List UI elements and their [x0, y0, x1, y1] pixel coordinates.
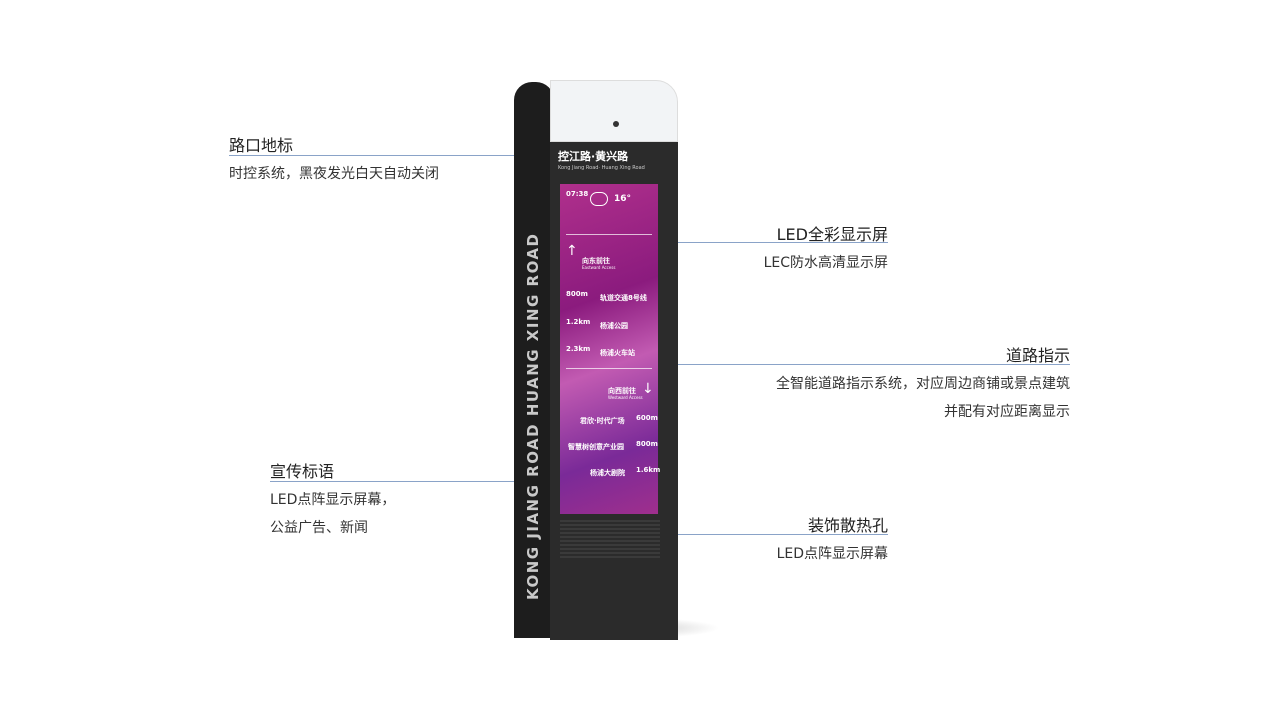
- annotation-desc: LEC防水高清显示屏: [763, 255, 888, 271]
- annotation-desc: 公益广告、新闻: [270, 520, 368, 536]
- east-en: Eastward Access: [582, 265, 616, 270]
- annotation-title: 路口地标: [229, 136, 294, 155]
- annotation-desc: 并配有对应距离显示: [944, 404, 1070, 420]
- dest-name: 杨浦大剧院: [590, 469, 625, 477]
- dest-dist: 800m: [566, 290, 588, 298]
- annotation-desc: LED点阵显示屏幕，: [270, 492, 396, 508]
- leader-line: [270, 481, 522, 482]
- annotation-desc: LED点阵显示屏幕: [776, 546, 888, 562]
- dest-name: 轨道交通8号线: [600, 294, 647, 302]
- leader-line: [630, 534, 888, 535]
- leader-line: [662, 242, 888, 243]
- led-screen: 07:38 16° ↑ 向东前往 Eastward Access 800m 轨道…: [560, 184, 661, 514]
- camera-icon: [613, 121, 619, 127]
- annotation-title: 装饰散热孔: [807, 516, 888, 535]
- annotation-led-screen: LED全彩显示屏 LEC防水高清显示屏: [700, 221, 888, 277]
- kiosk-header: 控江路·黄兴路 Kong Jiang Road· Huang Xing Road: [558, 148, 676, 171]
- header-en: Kong Jiang Road· Huang Xing Road: [558, 165, 645, 171]
- annotation-desc: 时控系统，黑夜发光白天自动关闭: [229, 166, 439, 182]
- west-en: Westward Access: [608, 395, 643, 400]
- kiosk-side-panel: [514, 82, 554, 638]
- annotation-landmark: 路口地标 时控系统，黑夜发光白天自动关闭: [229, 132, 439, 188]
- weather-panel: 07:38 16°: [566, 190, 654, 206]
- arrow-down-icon: ↓: [642, 381, 654, 397]
- dest-dist: 800m: [636, 440, 658, 448]
- screen-time: 07:38: [566, 190, 589, 198]
- dest-name: 杨浦公园: [600, 322, 628, 330]
- annotation-road-guide: 道路指示 全智能道路指示系统，对应周边商铺或景点建筑 并配有对应距离显示: [740, 342, 1070, 426]
- dest-name: 智慧树创意产业园: [568, 443, 624, 451]
- dest-dist: 1.6km: [636, 466, 661, 474]
- annotation-title: 道路指示: [1005, 346, 1070, 365]
- dest-name: 杨浦火车站: [600, 349, 635, 357]
- divider: [566, 234, 652, 235]
- east-label: 向东前往: [582, 257, 610, 265]
- arrow-up-icon: ↑: [566, 243, 578, 259]
- kiosk: KONG JIANG ROAD HUANG XING ROAD 控江路·黄兴路 …: [510, 80, 680, 640]
- kiosk-vertical-text: KONG JIANG ROAD HUANG XING ROAD: [524, 232, 542, 601]
- kiosk-top-light: [550, 80, 678, 142]
- leader-line: [662, 364, 1070, 365]
- dest-dist: 1.2km: [566, 318, 591, 326]
- annotation-slogan: 宣传标语 LED点阵显示屏幕， 公益广告、新闻: [270, 458, 395, 542]
- divider: [566, 368, 652, 369]
- annotation-vent: 装饰散热孔 LED点阵显示屏幕: [700, 512, 888, 568]
- annotation-title: 宣传标语: [270, 462, 335, 481]
- dest-name: 君欣·时代广场: [580, 417, 625, 425]
- leader-line: [229, 155, 559, 156]
- dest-dist: 600m: [636, 414, 658, 422]
- vent-grille: [560, 520, 660, 558]
- annotation-desc: 全智能道路指示系统，对应周边商铺或景点建筑: [776, 376, 1070, 392]
- west-label: 向西前往: [608, 387, 636, 395]
- weather-icon: [590, 192, 608, 206]
- screen-temp: 16°: [614, 194, 632, 204]
- annotation-title: LED全彩显示屏: [776, 225, 888, 244]
- dest-dist: 2.3km: [566, 345, 591, 353]
- header-cn: 控江路·黄兴路: [558, 150, 629, 163]
